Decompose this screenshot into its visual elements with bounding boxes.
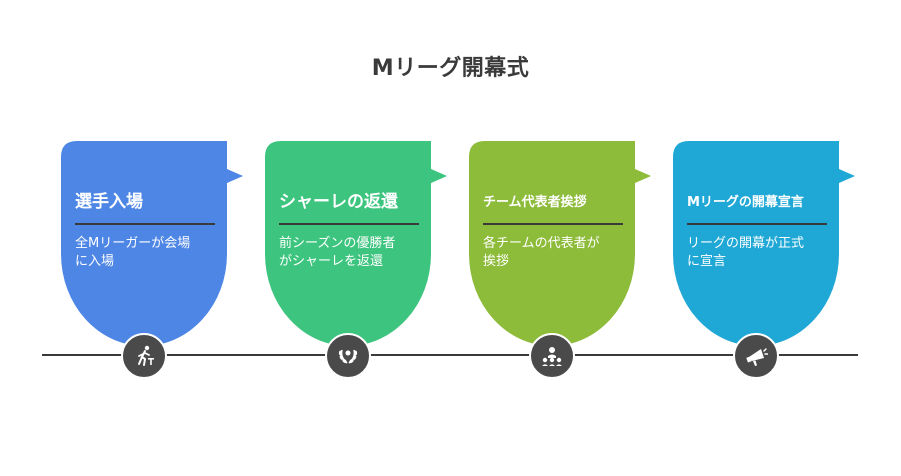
heading-divider [75, 223, 215, 225]
heading-divider [483, 223, 623, 225]
step-heading: チーム代表者挨拶 [483, 195, 587, 210]
step-card-1: 選手入場 全Mリーガーが会場 に入場 [61, 141, 243, 346]
page-title: Mリーグ開幕式 [371, 56, 530, 81]
description-line: 前シーズンの優勝者 [279, 236, 396, 251]
walking-person-icon [121, 333, 167, 379]
laurel-wreath-icon [325, 333, 371, 379]
step-heading: シャーレの返還 [279, 192, 398, 212]
card-shape [469, 141, 651, 346]
description-line: 各チームの代表者が [483, 236, 600, 251]
step-description: 前シーズンの優勝者 がシャーレを返還 [279, 235, 424, 271]
description-line: に入場 [75, 254, 115, 269]
description-line: 挨拶 [483, 254, 510, 269]
step-description: 全Mリーガーが会場 に入場 [75, 235, 220, 271]
description-line: がシャーレを返還 [279, 254, 384, 269]
description-line: に宣言 [687, 254, 727, 269]
heading-divider [687, 223, 827, 225]
step-description: 各チームの代表者が 挨拶 [483, 235, 628, 271]
step-heading: 選手入場 [75, 192, 143, 212]
card-shape [673, 141, 855, 346]
megaphone-icon [733, 333, 779, 379]
card-shape [61, 141, 243, 346]
group-speaker-icon [529, 333, 575, 379]
description-line: 全Mリーガーが会場 [75, 236, 191, 251]
timeline-line [42, 354, 858, 356]
step-card-3: チーム代表者挨拶 各チームの代表者が 挨拶 [469, 141, 651, 346]
step-heading: Mリーグの開幕宣言 [687, 195, 804, 210]
step-card-4: Mリーグの開幕宣言 リーグの開幕が正式 に宣言 [673, 141, 855, 346]
card-shape [265, 141, 447, 346]
description-line: リーグの開幕が正式 [687, 236, 805, 251]
step-card-2: シャーレの返還 前シーズンの優勝者 がシャーレを返還 [265, 141, 447, 346]
step-description: リーグの開幕が正式 に宣言 [687, 235, 832, 271]
heading-divider [279, 223, 419, 225]
